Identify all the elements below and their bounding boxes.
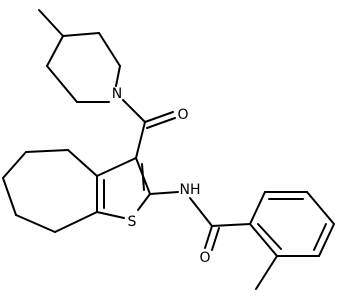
- bond: [46, 35, 64, 67]
- bond: [38, 9, 64, 37]
- bond: [15, 214, 56, 233]
- bond: [54, 211, 98, 233]
- bond: [204, 225, 213, 249]
- bond: [115, 65, 121, 87]
- bond: [96, 211, 125, 219]
- bond: [25, 149, 69, 153]
- bond: [306, 191, 335, 225]
- sulfur-atom-label: S: [128, 214, 137, 230]
- bond: [257, 223, 282, 250]
- bond: [62, 32, 100, 37]
- oxygen-atom-label: O: [199, 250, 210, 266]
- nh-atom-label: NH: [180, 182, 201, 198]
- bond: [46, 65, 78, 103]
- bond: [141, 163, 145, 191]
- bond: [122, 99, 146, 123]
- atom-label-layer: N O S NH O: [112, 86, 211, 266]
- nitrogen-atom-label: N: [112, 86, 122, 102]
- bond: [137, 193, 151, 211]
- bond: [146, 117, 176, 129]
- oxygen-atom-label: O: [177, 107, 188, 123]
- bond: [313, 223, 327, 251]
- bond: [211, 227, 220, 251]
- bond: [144, 111, 174, 123]
- bond: [135, 121, 146, 159]
- bond: [249, 223, 278, 257]
- bond: [255, 255, 278, 290]
- bond: [2, 177, 17, 216]
- bond: [149, 191, 179, 195]
- bond: [67, 149, 98, 177]
- bond-layer: [2, 9, 335, 290]
- bond: [189, 197, 213, 227]
- bond: [98, 32, 121, 67]
- bond: [96, 157, 137, 177]
- bond: [211, 223, 251, 227]
- bond: [2, 151, 27, 179]
- bond: [249, 191, 266, 225]
- bond: [318, 223, 335, 257]
